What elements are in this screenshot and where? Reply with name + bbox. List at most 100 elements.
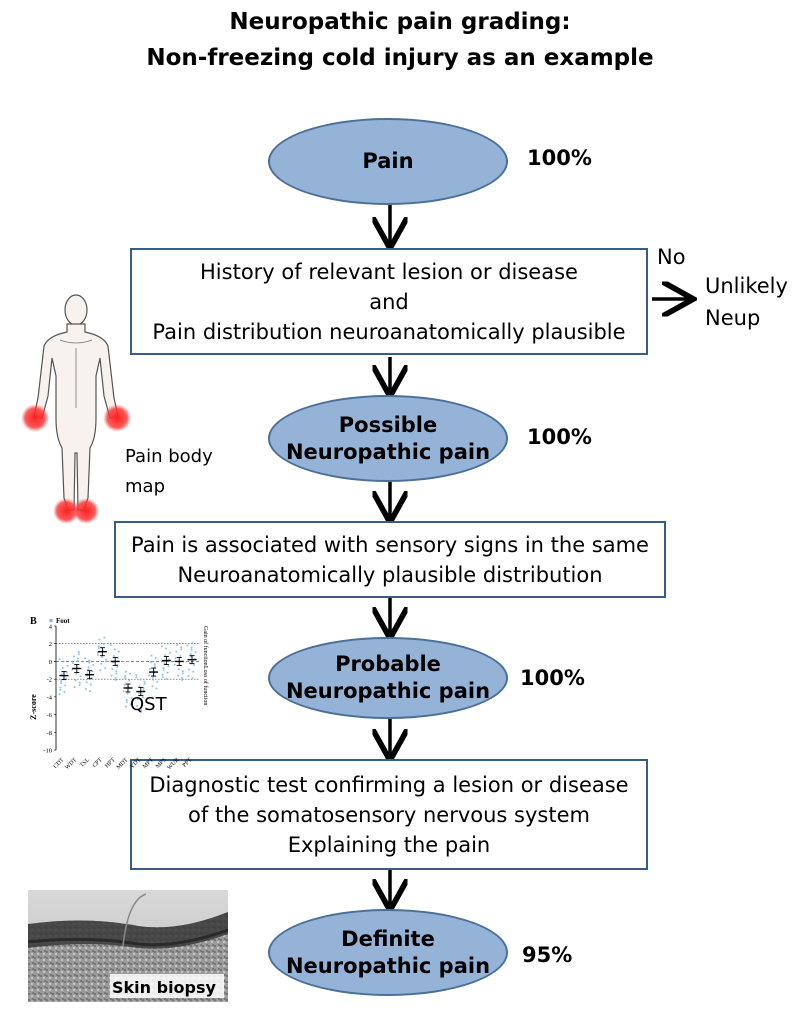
qst-data-point bbox=[174, 657, 177, 660]
qst-data-point bbox=[161, 675, 164, 678]
qst-data-point bbox=[114, 676, 117, 679]
qst-data-point bbox=[96, 653, 99, 656]
branch-no-label: No bbox=[657, 245, 686, 269]
qst-data-point bbox=[181, 670, 184, 673]
qst-data-point bbox=[152, 678, 155, 681]
qst-y-tick-label: -2 bbox=[47, 677, 52, 684]
qst-data-point bbox=[175, 650, 178, 653]
node-pain-percent: 100% bbox=[527, 146, 592, 170]
qst-data-point bbox=[78, 681, 81, 684]
box-diagnostic-line2: of the somatosensory nervous system bbox=[188, 802, 590, 827]
qst-data-point bbox=[138, 685, 141, 688]
qst-data-point bbox=[149, 661, 152, 664]
qst-x-tick-label: HPT bbox=[104, 757, 116, 769]
qst-data-point bbox=[125, 699, 128, 702]
qst-x-tick-label: CPT bbox=[92, 757, 104, 769]
qst-data-point bbox=[191, 677, 194, 680]
qst-data-point bbox=[153, 665, 156, 668]
box-diagnostic-line3: Explaining the pain bbox=[287, 832, 491, 857]
qst-data-point bbox=[167, 665, 170, 668]
qst-data-point bbox=[79, 675, 82, 678]
qst-data-point bbox=[130, 696, 133, 699]
box-history-line2: and bbox=[369, 289, 409, 314]
qst-data-point bbox=[173, 663, 176, 666]
qst-data-point bbox=[189, 653, 192, 656]
node-definite: Definite Neuropathic pain bbox=[268, 909, 508, 996]
qst-data-point bbox=[164, 654, 167, 657]
qst-data-point bbox=[128, 679, 131, 682]
qst-data-point bbox=[84, 687, 87, 690]
qst-data-point bbox=[162, 669, 165, 672]
qst-data-point bbox=[148, 674, 151, 677]
qst-y-tick-label: -6 bbox=[47, 712, 53, 719]
qst-data-point bbox=[190, 648, 193, 651]
qst-y-tick-label: 0 bbox=[49, 659, 52, 666]
qst-data-point bbox=[87, 668, 90, 671]
qst-loss-label: Loss of function bbox=[202, 666, 209, 705]
qst-data-point bbox=[125, 701, 128, 704]
branch-outcome-line1: Unlikely bbox=[705, 274, 788, 298]
qst-legend-marker bbox=[49, 618, 53, 623]
qst-gain-label: Gain of function bbox=[202, 626, 209, 666]
node-definite-line2: Neuropathic pain bbox=[285, 953, 491, 978]
qst-data-point bbox=[169, 651, 172, 654]
qst-data-point bbox=[150, 654, 153, 657]
qst-y-tick-label: 4 bbox=[49, 624, 53, 631]
qst-data-point bbox=[60, 682, 63, 685]
qst-data-point bbox=[181, 679, 184, 682]
qst-data-point bbox=[161, 673, 164, 676]
qst-data-point bbox=[74, 679, 77, 682]
qst-data-point bbox=[109, 644, 112, 647]
qst-data-point bbox=[115, 672, 118, 675]
qst-data-point bbox=[64, 684, 67, 687]
qst-data-point bbox=[143, 682, 146, 685]
node-possible-percent: 100% bbox=[527, 425, 592, 449]
qst-data-point bbox=[190, 646, 193, 649]
qst-x-tick-label: MPT bbox=[142, 757, 155, 770]
qst-data-point bbox=[136, 698, 139, 701]
qst-data-point bbox=[148, 667, 151, 670]
diagram-title-line2: Non-freezing cold injury as an example bbox=[146, 45, 654, 71]
qst-data-point bbox=[113, 648, 116, 651]
box-diagnostic: Diagnostic test confirming a lesion or d… bbox=[130, 759, 648, 870]
qst-data-point bbox=[180, 646, 183, 649]
box-history-line3: Pain distribution neuroanatomically plau… bbox=[152, 319, 626, 344]
qst-data-point bbox=[100, 662, 103, 665]
node-probable: Probable Neuropathic pain bbox=[268, 637, 508, 719]
qst-data-point bbox=[75, 672, 78, 675]
qst-data-point bbox=[154, 656, 157, 659]
qst-plot: B Foot Z-score Gain of function Loss of … bbox=[29, 616, 209, 771]
qst-data-point bbox=[141, 696, 144, 699]
qst-data-point bbox=[89, 690, 92, 693]
qst-data-point bbox=[58, 658, 61, 661]
qst-data-point bbox=[129, 672, 132, 675]
qst-data-point bbox=[152, 676, 155, 679]
qst-y-tick-label: -10 bbox=[43, 748, 52, 755]
qst-x-tick-label: WUR bbox=[166, 757, 180, 771]
qst-data-point bbox=[97, 647, 100, 650]
qst-data-point bbox=[123, 683, 126, 686]
qst-data-point bbox=[165, 678, 168, 681]
qst-data-point bbox=[192, 670, 195, 673]
box-sensory-line1: Pain is associated with sensory signs in… bbox=[131, 532, 649, 557]
qst-data-point bbox=[155, 687, 158, 690]
qst-data-point bbox=[124, 677, 127, 680]
node-definite-line1: Definite bbox=[341, 926, 435, 951]
diagram-title-line1: Neuropathic pain grading: bbox=[229, 9, 571, 35]
qst-data-point bbox=[115, 670, 118, 673]
qst-data-point bbox=[77, 659, 80, 662]
qst-x-tick-label: PPT bbox=[182, 757, 194, 769]
qst-data-point bbox=[59, 688, 62, 691]
node-possible-line1: Possible bbox=[338, 412, 438, 437]
node-pain-label: Pain bbox=[362, 149, 414, 173]
qst-data-point bbox=[191, 642, 194, 645]
qst-data-point bbox=[176, 674, 179, 677]
qst-x-tick-label: CDT bbox=[53, 757, 66, 770]
qst-data-point bbox=[117, 650, 120, 653]
qst-data-point bbox=[193, 664, 196, 667]
qst-data-point bbox=[88, 659, 91, 662]
qst-data-point bbox=[66, 664, 69, 667]
qst-data-point bbox=[141, 702, 144, 705]
qst-data-point bbox=[135, 676, 138, 679]
